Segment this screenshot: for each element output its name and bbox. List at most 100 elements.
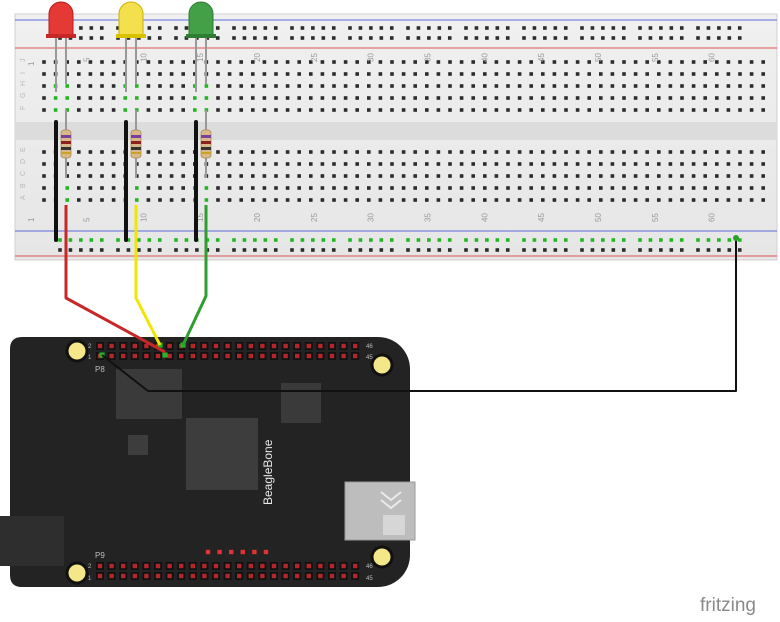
breadboard-hole xyxy=(517,150,522,154)
breadboard-hole xyxy=(193,72,197,76)
breadboard-hole xyxy=(401,162,406,166)
rail-hole xyxy=(522,248,526,252)
breadboard-hole xyxy=(227,72,232,76)
breadboard-hole xyxy=(193,84,197,88)
breadboard-hole xyxy=(262,198,267,202)
rail-hole xyxy=(273,238,278,242)
header-pin xyxy=(132,573,137,579)
breadboard-hole xyxy=(425,108,429,112)
breadboard-hole xyxy=(390,72,394,76)
breadboard-hole xyxy=(645,162,649,166)
breadboard-hole xyxy=(146,60,151,64)
breadboard-hole xyxy=(181,108,185,112)
breadboard-hole xyxy=(657,162,661,166)
breadboard-hole xyxy=(390,60,394,64)
breadboard-hole xyxy=(274,198,278,202)
breadboard-hole xyxy=(668,198,673,202)
rail-hole xyxy=(184,26,189,30)
breadboard-hole xyxy=(227,108,232,112)
breadboard-hole xyxy=(738,186,742,190)
rail-hole xyxy=(427,26,431,30)
rail-hole xyxy=(590,26,595,30)
breadboard-hole xyxy=(343,150,348,154)
header-pin xyxy=(167,343,172,349)
breadboard-hole xyxy=(506,198,510,202)
breadboard-hole xyxy=(297,162,301,166)
column-label-bottom: 20 xyxy=(253,213,262,222)
breadboard-hole xyxy=(77,60,81,64)
breadboard-hole xyxy=(587,186,591,190)
breadboard-hole xyxy=(633,96,638,100)
header-pin xyxy=(121,563,126,569)
header-pin xyxy=(318,353,323,359)
rail-hole xyxy=(659,248,663,252)
breadboard-hole xyxy=(390,84,394,88)
breadboard-hole xyxy=(726,162,731,166)
breadboard-hole xyxy=(587,174,591,178)
header-pin xyxy=(121,573,126,579)
rail-hole xyxy=(601,26,605,30)
rail-hole xyxy=(253,36,257,40)
breadboard-hole xyxy=(633,162,638,166)
breadboard-hole xyxy=(494,84,499,88)
rail-hole xyxy=(495,248,500,252)
breadboard-hole xyxy=(459,198,464,202)
breadboard-hole xyxy=(65,186,69,190)
rail-hole xyxy=(358,36,363,40)
rail-hole xyxy=(474,238,479,242)
breadboard-hole xyxy=(216,162,220,166)
header-pin xyxy=(202,353,207,359)
breadboard-hole xyxy=(552,198,557,202)
breadboard-hole xyxy=(169,72,174,76)
breadboard-hole xyxy=(158,186,162,190)
breadboard-hole xyxy=(749,186,754,190)
breadboard-hole xyxy=(541,60,545,64)
breadboard-hole xyxy=(262,60,267,64)
breadboard-hole xyxy=(158,108,162,112)
rail-hole xyxy=(89,36,94,40)
rail-hole xyxy=(416,248,421,252)
rail-hole xyxy=(543,248,547,252)
breadboard-hole xyxy=(169,162,174,166)
breadboard-hole xyxy=(448,162,452,166)
breadboard-hole xyxy=(413,96,417,100)
rail-hole xyxy=(669,248,674,252)
breadboard-hole xyxy=(599,108,603,112)
rail-hole xyxy=(679,248,684,252)
rail-hole xyxy=(717,238,721,242)
breadboard-hole xyxy=(146,108,151,112)
rail-hole xyxy=(79,36,83,40)
rail-hole xyxy=(184,248,189,252)
breadboard-hole xyxy=(285,60,290,64)
rail-hole xyxy=(485,36,489,40)
led-legs xyxy=(55,30,207,92)
rail-hole xyxy=(532,248,537,252)
header-pin xyxy=(109,353,114,359)
rail-hole xyxy=(563,36,568,40)
column-label-bottom: 5 xyxy=(82,217,91,222)
breadboard-hole xyxy=(204,96,209,100)
breadboard-hole xyxy=(564,60,568,64)
rail-hole xyxy=(300,36,305,40)
chip-small xyxy=(281,383,321,423)
breadboard-hole xyxy=(367,72,371,76)
breadboard-hole xyxy=(483,108,487,112)
breadboard-hole xyxy=(494,96,499,100)
breadboard-hole xyxy=(77,96,81,100)
header-pin-extra xyxy=(263,549,269,555)
rail-hole xyxy=(79,26,83,30)
breadboard-hole xyxy=(88,150,93,154)
header-pin xyxy=(213,573,219,579)
header-pin xyxy=(318,343,323,349)
rail-hole xyxy=(474,26,479,30)
row-label: F xyxy=(20,106,27,110)
breadboard-hole xyxy=(88,174,93,178)
breadboard-hole xyxy=(645,108,649,112)
breadboard-hole xyxy=(703,60,707,64)
rail-hole xyxy=(648,36,653,40)
breadboard-hole xyxy=(100,60,104,64)
breadboard-hole xyxy=(436,198,441,202)
column-labels: 5510101515202025253030353540404545505055… xyxy=(27,53,717,222)
rail-hole xyxy=(659,26,663,30)
breadboard-hole xyxy=(401,96,406,100)
